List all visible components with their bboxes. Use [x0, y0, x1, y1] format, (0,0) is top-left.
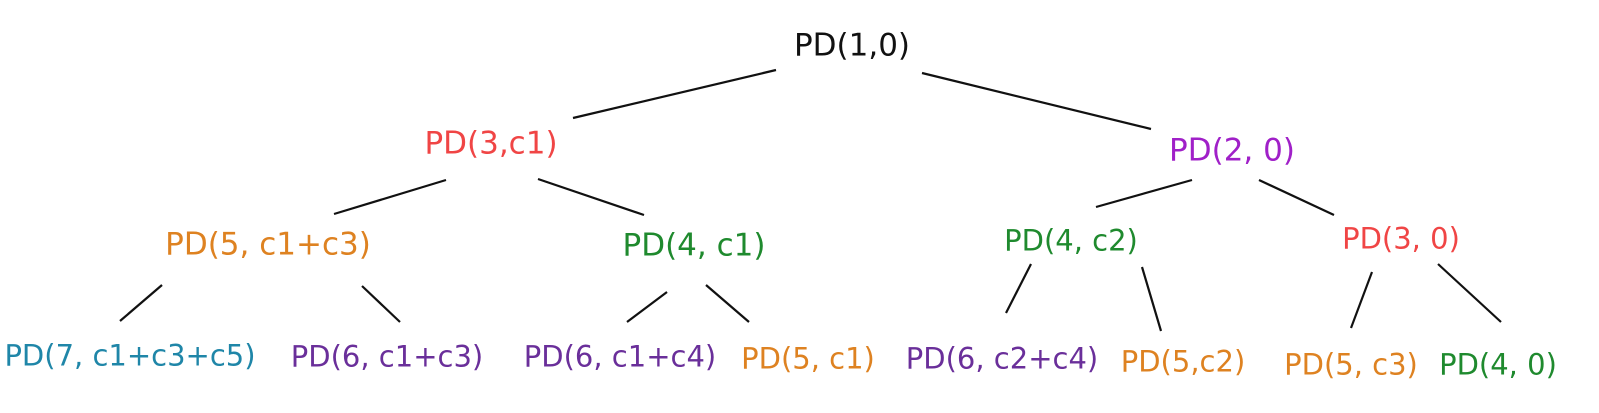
node-pd-6-c1c4: PD(6, c1+c4) — [523, 339, 717, 374]
node-pd-3-c1: PD(3,c1) — [424, 125, 558, 162]
edge-n3c1-n5c1c3 — [333, 178, 447, 216]
node-pd-5-c3: PD(5, c3) — [1284, 347, 1418, 382]
edge-n4c2-n6c — [1005, 263, 1032, 314]
edge-n30-n5c3 — [1349, 271, 1374, 329]
node-pd-4-0: PD(4, 0) — [1439, 347, 1557, 382]
node-pd-6-c2c4: PD(6, c2+c4) — [905, 341, 1099, 376]
edge-root-n20 — [921, 71, 1152, 131]
edge-root-n3c1 — [572, 68, 777, 120]
edge-n5c1c3-n6a — [361, 285, 401, 323]
node-pd-5-c1: PD(5, c1) — [741, 341, 875, 376]
edge-n4c2-n5c2 — [1140, 266, 1163, 332]
node-pd-6-c1c3: PD(6, c1+c3) — [290, 339, 484, 374]
edge-n5c1c3-n7 — [119, 284, 163, 322]
node-pd-4-c1: PD(4, c1) — [622, 227, 766, 264]
edge-n30-n40 — [1437, 263, 1502, 323]
node-pd-5-c2: PD(5,c2) — [1120, 344, 1246, 379]
node-root: PD(1,0) — [793, 27, 911, 64]
edge-n20-n4c2 — [1095, 178, 1193, 209]
edge-n3c1-n4c1 — [537, 177, 645, 217]
edge-n4c1-n5c1 — [705, 284, 750, 323]
node-pd-7-c1c3c5: PD(7, c1+c3+c5) — [4, 338, 256, 373]
node-pd-3-0: PD(3, 0) — [1342, 221, 1460, 256]
edge-n4c1-n6b — [626, 291, 668, 323]
node-pd-2-0: PD(2, 0) — [1169, 132, 1295, 169]
node-pd-5-c1c3: PD(5, c1+c3) — [165, 226, 371, 263]
edge-n20-n30 — [1258, 179, 1335, 216]
node-pd-4-c2: PD(4, c2) — [1004, 223, 1138, 258]
